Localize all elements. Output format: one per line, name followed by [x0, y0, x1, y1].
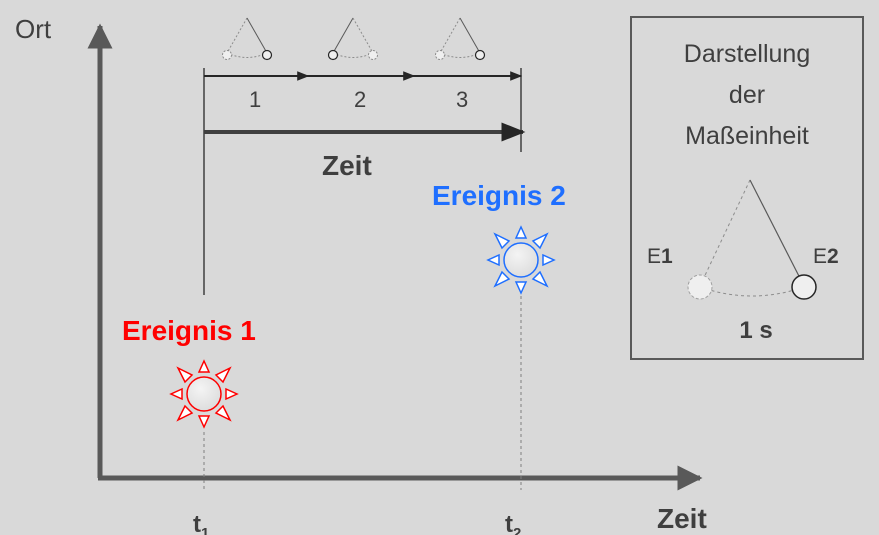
segment-label-3: 3 — [456, 87, 468, 112]
event-2-burst-icon — [486, 225, 556, 295]
unit-label: 1 s — [739, 317, 772, 344]
event-1-label: Ereignis 1 — [122, 315, 256, 346]
pendulum-icon — [222, 17, 273, 61]
unit-box: Darstellung der Maßeinheit E1 E2 1 s — [630, 16, 864, 360]
time-span: 1 2 3 Zeit — [203, 68, 526, 295]
span-label: Zeit — [322, 150, 372, 181]
event-1-burst-icon — [169, 359, 239, 429]
pendulum-ball-start — [687, 274, 713, 300]
unit-pendulum — [687, 179, 817, 300]
small-pendulums — [222, 17, 486, 61]
unit-box-title-line-1: Darstellung — [684, 40, 810, 68]
e2-label: E2 — [813, 245, 839, 268]
t2-label: t2 — [505, 511, 521, 535]
time-markers — [203, 296, 522, 490]
event-1: Ereignis 1 — [122, 315, 256, 429]
unit-box-title-line-2: der — [729, 81, 765, 109]
pendulum-icon — [327, 17, 378, 61]
event-2-label: Ereignis 2 — [432, 180, 566, 211]
pendulum-icon — [435, 17, 486, 61]
e1-label: E1 — [647, 245, 673, 268]
unit-box-frame — [630, 16, 864, 360]
t1-label: t1 — [193, 511, 209, 535]
coordinate-axes: Ort Zeit t1 t2 — [15, 14, 707, 535]
pendulum-ball-end — [791, 274, 817, 300]
event-2: Ereignis 2 — [432, 180, 566, 295]
unit-box-title-line-3: Maßeinheit — [685, 122, 809, 150]
x-axis-label: Zeit — [657, 503, 707, 534]
y-axis-label: Ort — [15, 14, 52, 44]
segment-label-1: 1 — [249, 87, 261, 112]
segment-label-2: 2 — [354, 87, 366, 112]
